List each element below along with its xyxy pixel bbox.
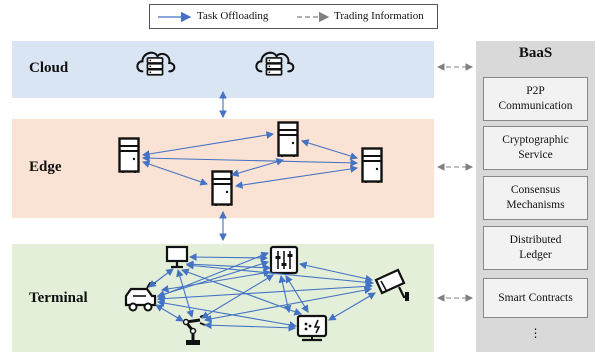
cloud-server-icon (136, 51, 176, 76)
cloud-server-icon (255, 51, 295, 76)
control-panel-icon (269, 245, 299, 275)
smart-meter-icon (296, 314, 328, 342)
cloud-layer: Cloud (12, 41, 434, 98)
baas-item-line2: Communication (498, 100, 573, 112)
baas-p2p-communication: P2P Communication (483, 77, 588, 121)
edge-server-icon (118, 137, 140, 173)
cloud-layer-title: Cloud (29, 60, 69, 76)
terminal-layer-title: Terminal (29, 290, 88, 306)
monitor-icon (165, 245, 189, 269)
edge-server-icon (277, 121, 299, 157)
legend-trading-information: Trading Information (334, 10, 424, 22)
baas-item-line2: Ledger (519, 249, 552, 261)
baas-smart-contracts: Smart Contracts (483, 278, 588, 318)
legend: Task Offloading Trading Information (149, 4, 438, 29)
robot-arm-icon (182, 314, 206, 345)
edge-server-icon (211, 170, 233, 206)
legend-task-offloading: Task Offloading (197, 10, 269, 22)
baas-item-line1: Distributed (509, 234, 562, 246)
baas-item-line2: Mechanisms (506, 199, 565, 211)
surveillance-camera-icon (374, 268, 409, 301)
baas-item-line1: Cryptographic (502, 134, 569, 146)
baas-item-line2: Service (518, 149, 553, 161)
edge-task-offloading-arrows (141, 131, 359, 189)
terminal-task-offloading-arrows (148, 251, 376, 332)
baas-more-indicator: ⋮ (529, 326, 542, 340)
baas-item-line1: P2P (526, 85, 545, 97)
trading-information-arrows (436, 63, 474, 302)
baas-item-line1: Smart Contracts (498, 291, 573, 304)
baas-item-line1: Consensus (510, 184, 561, 196)
baas-title: BaaS (518, 45, 553, 61)
edge-server-icon (361, 147, 383, 183)
legend-symbols (158, 11, 330, 23)
edge-layer-title: Edge (29, 159, 62, 175)
electric-car-icon (124, 282, 157, 312)
